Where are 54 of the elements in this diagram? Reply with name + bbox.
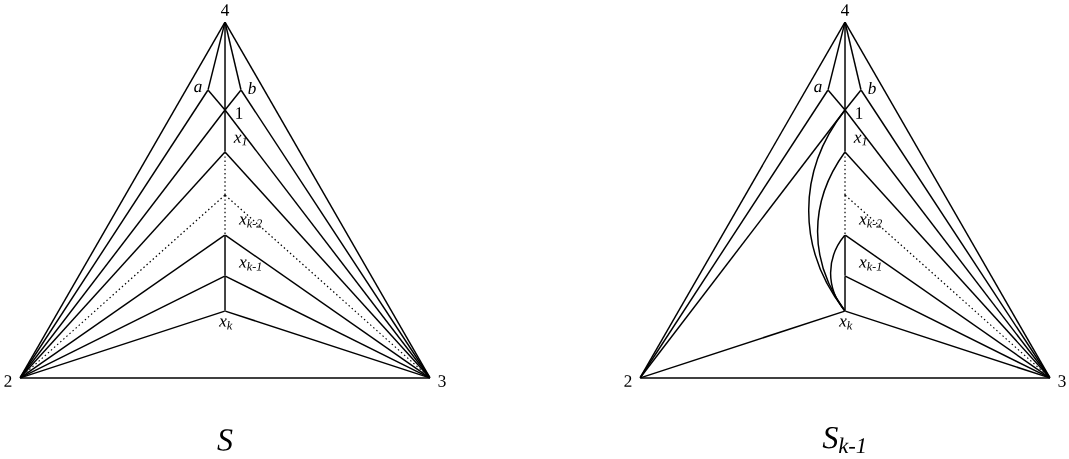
vertex-label: 4 [841,4,850,16]
edge [224,194,226,236]
edge [224,275,226,312]
edge [19,275,226,379]
vertex-label: b [868,81,876,95]
edge [827,89,846,111]
vertex-label: x$_{k-2}$ [858,216,882,228]
edge [844,194,846,236]
edge [224,310,431,379]
vertex-label: x$_{k-1}$ [858,259,881,271]
edge [19,310,226,379]
vertex-label: 2 [624,375,632,387]
edge [224,234,431,379]
vertex-label: x$_{1}$ [233,134,247,146]
edge [224,151,431,379]
vertex-label: 1 [856,107,863,119]
edge [844,109,846,153]
vertex-label: x$_{k-2}$ [238,216,262,228]
edge [844,275,1051,379]
vertex-label: 3 [1058,375,1066,387]
graph-name: S$_{k-1}$ [822,426,865,454]
edge [639,310,846,379]
edge [224,109,226,153]
vertex-label: 2 [4,375,12,387]
edge [224,151,226,196]
curved-edge [829,234,846,312]
vertex-label: 4 [221,4,230,16]
edge [19,234,226,379]
vertex-label: x$_{k}$ [218,318,233,330]
edge [844,234,846,277]
vertex-label: 3 [438,375,446,387]
edge [224,234,226,277]
edge [224,21,226,111]
vertex-label: x$_{1}$ [853,134,867,146]
edge [844,275,846,312]
vertex-label: 1 [236,107,243,119]
vertex-label: b [248,81,256,95]
graph-name: S [217,429,233,451]
edge [844,310,1051,379]
edge [224,275,431,379]
edge [207,89,226,111]
edge [224,89,242,111]
edge [844,234,1051,379]
vertex-label: x$_{k-1}$ [238,259,261,271]
edge [844,21,846,111]
edge [844,151,846,196]
vertex-label: a [814,83,822,93]
edge [639,377,1051,379]
edge [844,151,1051,379]
vertex-label: a [194,83,202,93]
edge [844,89,862,111]
edge [19,377,431,379]
edge [19,151,226,379]
vertex-label: x$_{k}$ [838,318,853,330]
